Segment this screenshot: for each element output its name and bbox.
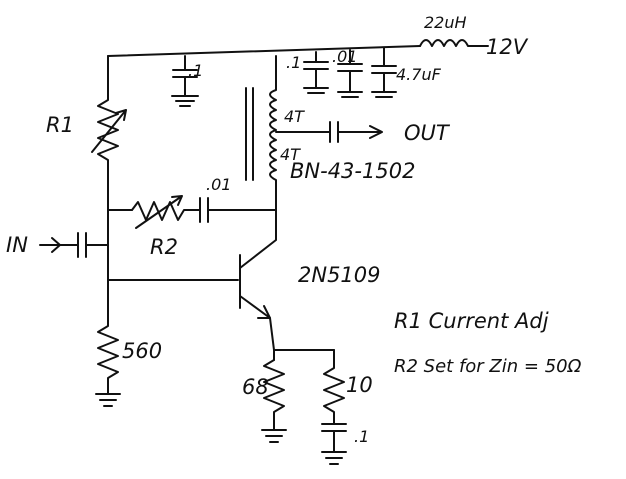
label-r-base: 560 [122,339,162,363]
emitter-wire [269,317,335,361]
label-xfmr-tap-upper: 4T [284,107,305,126]
capacitor-top-left [171,55,199,107]
resistor-r2 [131,201,201,221]
inductor-22uh [419,39,489,47]
label-c-emitter: .1 [354,427,369,446]
base-bias-wire [107,209,239,281]
label-inductor: 22uH [424,13,467,32]
label-c-top-left: .1 [188,61,203,80]
resistor-r1-arrow [91,109,127,153]
label-c-top-2: .01 [332,47,357,66]
supply-rail [107,45,421,57]
capacitor-top-2 [337,49,363,98]
transistor-2n5109 [239,211,277,319]
resistor-r2-arrow [135,195,183,229]
label-r-emitter-2: 10 [346,373,373,397]
label-transistor: 2N5109 [298,263,381,287]
capacitor-top-1 [303,51,329,94]
resistor-r1 [97,55,119,211]
resistor-68 [261,359,287,443]
label-output: OUT [404,121,451,145]
capacitor-feedback [199,197,277,223]
label-c-top-3: 4.7uF [396,65,442,84]
label-c-top-1: .1 [286,53,301,72]
label-input: IN [6,233,28,257]
label-supply: 12V [486,35,529,59]
transformer-core [245,87,254,181]
label-xfmr-tap-lower: 4T [280,145,301,164]
output-coupling [275,121,383,143]
label-c-feedback: .01 [206,175,231,194]
note-line-2: R2 Set for Zin = 50Ω [394,356,582,377]
label-xfmr-core: BN-43-1502 [290,159,415,183]
resistor-560 [95,279,121,407]
input-coupling [39,232,109,258]
label-r-emitter-1: 68 [242,375,269,399]
resistor-10 [323,349,345,425]
label-r2: R2 [150,235,178,259]
capacitor-top-3 [371,47,397,98]
transformer-winding [269,55,277,213]
capacitor-emitter [321,423,347,465]
label-r1: R1 [46,113,74,137]
note-line-1: R1 Current Adj [394,309,549,333]
